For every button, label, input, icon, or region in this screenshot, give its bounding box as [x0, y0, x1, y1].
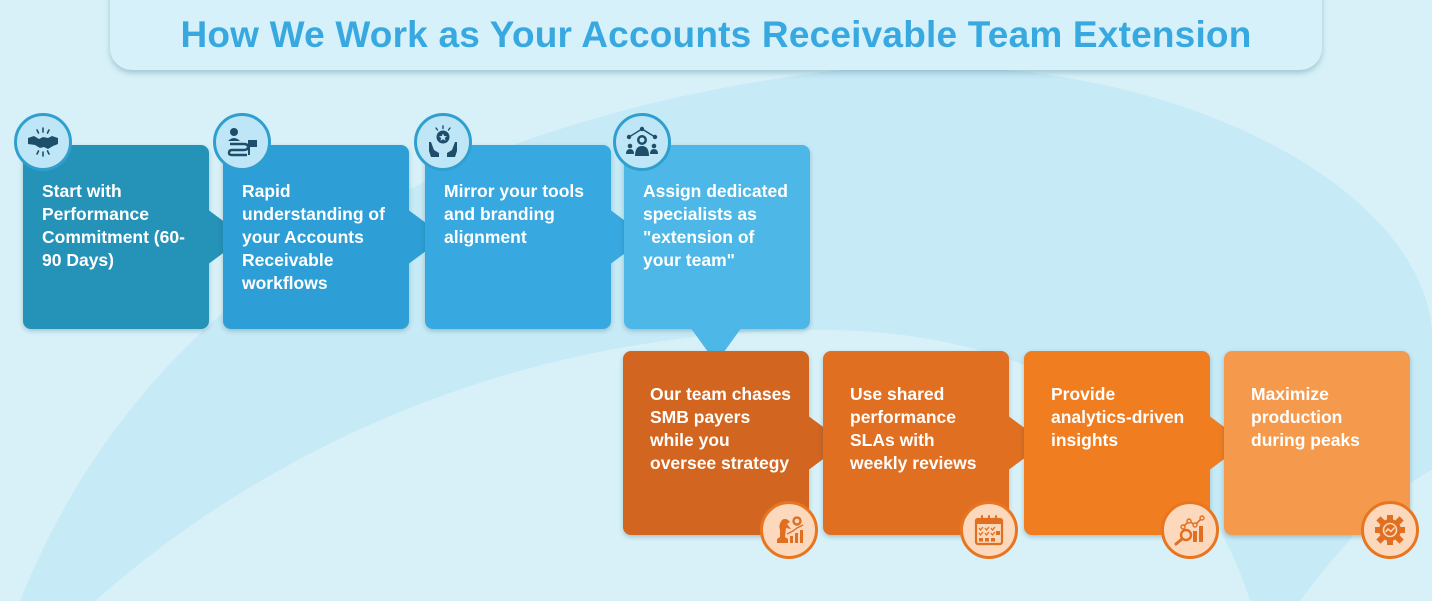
step-text-6: Use shared performance SLAs with weekly …	[850, 384, 977, 473]
specialist-network-icon	[626, 126, 658, 156]
step-card-2: Rapid understanding of your Accounts Rec…	[223, 145, 409, 329]
step-4-icon-circle	[613, 113, 671, 171]
step-text-8: Maximize production during peaks	[1251, 384, 1360, 450]
step-text-1: Start with Performance Commitment (60-90…	[42, 181, 185, 270]
step-text-4: Assign dedicated specialists as "extensi…	[643, 181, 788, 270]
step-card-4: Assign dedicated specialists as "extensi…	[624, 145, 810, 329]
step-1-icon-circle	[14, 113, 72, 171]
hands-star-badge-icon	[429, 125, 457, 157]
step-text-7: Provide analytics-driven insights	[1051, 384, 1185, 450]
handshake-icon	[28, 127, 58, 157]
title-banner: How We Work as Your Accounts Receivable …	[110, 0, 1322, 70]
step-7-icon-circle	[1161, 501, 1219, 559]
step-3-icon-circle	[414, 113, 472, 171]
step-2-icon-circle	[213, 113, 271, 171]
step-8-icon-circle	[1361, 501, 1419, 559]
step-5-icon-circle	[760, 501, 818, 559]
chess-strategy-chart-icon	[777, 516, 804, 543]
step-card-6: Use shared performance SLAs with weekly …	[823, 351, 1009, 535]
calendar-check-icon	[974, 515, 1004, 546]
page-title: How We Work as Your Accounts Receivable …	[180, 14, 1252, 55]
step-text-5: Our team chases SMB payers while you ove…	[650, 384, 792, 473]
step-text-2: Rapid understanding of your Accounts Rec…	[242, 181, 385, 293]
user-path-flag-icon	[227, 128, 257, 157]
step-6-icon-circle	[960, 501, 1018, 559]
gear-growth-icon	[1375, 515, 1405, 545]
step-text-3: Mirror your tools and branding alignment	[444, 181, 585, 247]
analytics-magnifier-icon	[1174, 515, 1205, 546]
step-card-1: Start with Performance Commitment (60-90…	[23, 145, 209, 329]
step-card-3: Mirror your tools and branding alignment	[425, 145, 611, 329]
